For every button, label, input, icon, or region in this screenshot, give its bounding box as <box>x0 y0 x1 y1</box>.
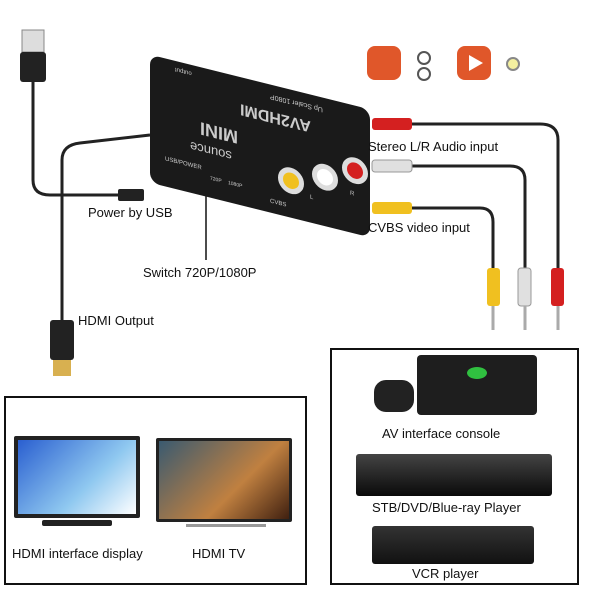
usb-a-plug <box>21 29 45 53</box>
white-plug <box>371 159 413 173</box>
hdmi-display-label: HDMI interface display <box>12 546 143 561</box>
port-usb-label: USB/POWER <box>165 156 202 172</box>
hdmi-cable <box>60 133 151 320</box>
blu-ray-player-image <box>356 454 552 496</box>
power-label: Power by USB <box>88 205 173 220</box>
yellow-plug <box>372 202 412 214</box>
port-output-label: output <box>175 65 192 76</box>
yellow-cable <box>410 206 495 270</box>
console-label: AV interface console <box>382 426 501 441</box>
source-devices-box: AV interface console STB/DVD/Blue-ray Pl… <box>330 348 579 585</box>
white-plug-vertical <box>517 267 532 307</box>
left-audio-jack <box>312 160 338 194</box>
hdmi-plug <box>50 320 74 360</box>
output-devices-box: HDMI interface display HDMI TV <box>4 396 307 585</box>
vcr-player-image <box>372 526 534 564</box>
hdmi-display-image <box>14 436 140 518</box>
audio-input-label: Stereo L/R Audio input <box>368 139 499 154</box>
hdmi-tv-label: HDMI TV <box>192 546 246 561</box>
usb-cable <box>31 80 130 197</box>
video-input-label: CVBS video input <box>368 220 470 235</box>
white-cable <box>410 164 527 270</box>
port-r-label: R <box>350 190 355 198</box>
hdmi-output-label: HDMI Output <box>78 313 154 328</box>
red-plug-vertical <box>551 268 564 306</box>
vcr-label: VCR player <box>412 566 479 581</box>
red-cable <box>410 122 560 270</box>
player-label: STB/DVD/Blue-ray Player <box>372 500 521 515</box>
audio-icon <box>367 46 401 80</box>
hdmi-tv-image <box>156 438 292 522</box>
yellow-plug-vertical <box>487 268 500 306</box>
game-controller-image <box>374 380 414 412</box>
right-audio-jack <box>342 154 368 187</box>
cvbs-jack <box>278 164 304 197</box>
game-console-image <box>417 355 537 415</box>
switch-1080-label: 1080P <box>228 180 243 190</box>
port-l-label: L <box>310 194 314 202</box>
switch-720-label: 720P <box>210 175 222 185</box>
port-cvbs-label: CVBS <box>270 198 287 209</box>
red-plug <box>372 118 412 130</box>
switch-label: Switch 720P/1080P <box>143 265 257 280</box>
mini-usb-plug <box>118 189 144 201</box>
